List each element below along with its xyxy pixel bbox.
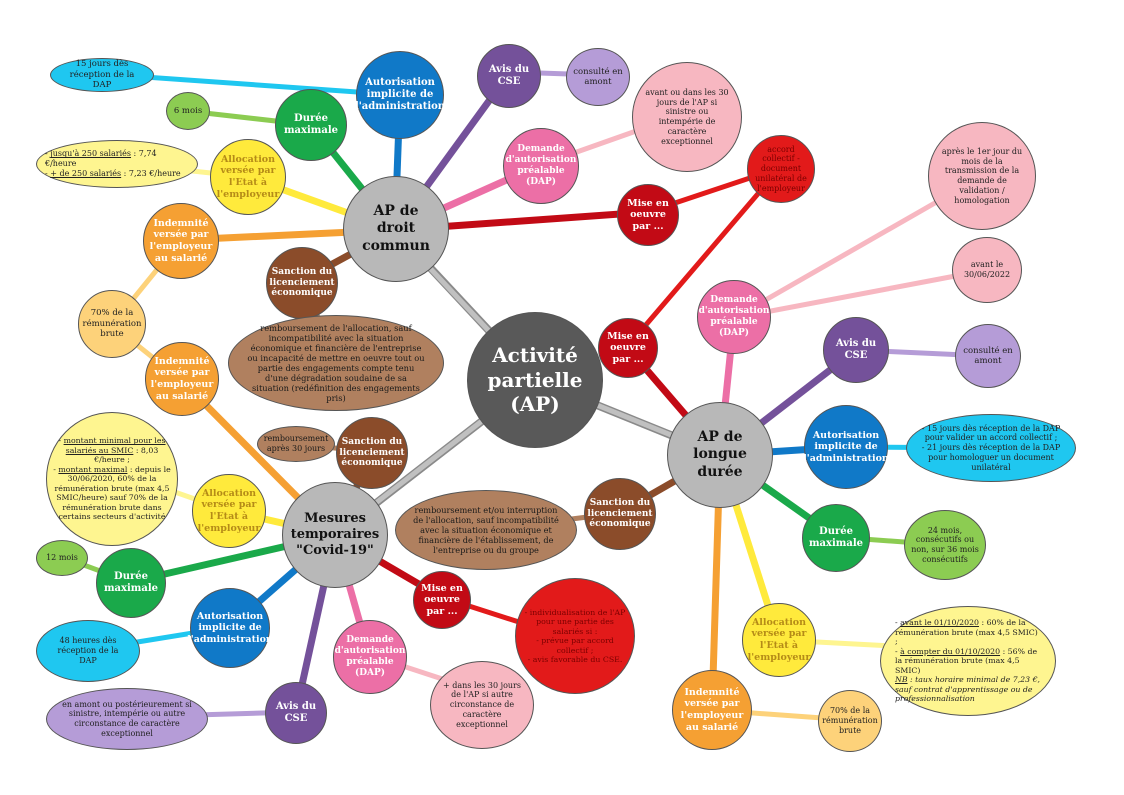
cv-mise-value: - individualisation de l'AP pour une par… xyxy=(515,578,635,694)
cv-sanction-node: Sanction du licenciement économique xyxy=(336,417,408,489)
dc-mise-node: Mise en oeuvre par ... xyxy=(617,184,679,246)
ld-duree-value: 24 mois, consécutifs ou non, sur 36 mois… xyxy=(904,510,986,580)
ld-mise-value: accord collectif - document unilatéral d… xyxy=(747,135,815,203)
ld-indemnite-value: 70% de la rémunération brute xyxy=(818,690,882,752)
ld-autorisation-node: Autorisation implicite de l'administrati… xyxy=(803,405,889,489)
dc-autorisation-delay: 15 jours dès réception de la DAP xyxy=(50,58,154,92)
cv-sanction-value: remboursement après 30 jours xyxy=(257,426,335,462)
ld-indemnite-node: Indemnité versée par l'employeur au sala… xyxy=(672,670,752,750)
dc-avis-value: consulté en amont xyxy=(566,48,630,106)
cv-autorisation-node: Autorisation implicite de l'administrati… xyxy=(187,588,273,668)
cv-indemnite-node: Indemnité versée par l'employeur au sala… xyxy=(145,342,219,416)
dc-duree-value: 6 mois xyxy=(166,92,210,130)
dc-indemnite-value: 70% de la rémunération brute xyxy=(78,290,146,358)
cv-avis-node: Avis du CSE xyxy=(265,682,327,744)
dc-allocation-amounts: - jusqu'à 250 salariés : 7,74 €/heure- +… xyxy=(36,140,198,188)
dc-avis-node: Avis du CSE xyxy=(477,44,541,108)
ld-avis-value: consulté en amont xyxy=(955,324,1021,388)
hub-covid: Mesures temporaires "Covid-19" xyxy=(282,482,388,588)
cv-duree-node: Durée maximale xyxy=(96,548,166,618)
ld-demande-value-1: après le 1er jour du mois de la transmis… xyxy=(928,122,1036,230)
cv-allocation-amounts: - montant minimal pour les salariés au S… xyxy=(46,412,178,546)
cv-autorisation-value: 48 heures dès réception de la DAP xyxy=(36,620,140,682)
dc-duree-node: Durée maximale xyxy=(275,89,347,161)
hub-droit-commun: AP de droit commun xyxy=(343,176,449,282)
cv-mise-node: Mise en oeuvre par ... xyxy=(413,571,471,629)
cv-allocation-node: Allocation versée par l'Etat à l'employe… xyxy=(192,474,266,548)
ld-avis-node: Avis du CSE xyxy=(823,317,889,383)
dc-indemnite-node: Indemnité versée par l'employeur au sala… xyxy=(143,203,219,279)
dc-demande-value: avant ou dans les 30 jours de l'AP si si… xyxy=(632,62,742,172)
dc-demande-node: Demande d'autorisation préalable (DAP) xyxy=(503,128,579,204)
ld-allocation-node: Allocation versée par l'Etat à l'employe… xyxy=(742,603,816,677)
ld-duree-node: Durée maximale xyxy=(802,504,870,572)
dc-autorisation-node: Autorisation implicite de l'administrati… xyxy=(355,51,445,139)
cv-duree-value: 12 mois xyxy=(36,540,88,576)
cv-avis-value: en amont ou postérieurement si sinistre,… xyxy=(46,688,208,750)
dc-sanction-node: Sanction du licenciement économique xyxy=(266,247,338,319)
cv-demande-node: Demande d'autorisation préalable (DAP) xyxy=(333,620,407,694)
ld-demande-value-2: avant le 30/06/2022 xyxy=(952,237,1022,303)
ld-sanction-node: Sanction du licenciement économique xyxy=(584,478,656,550)
center-node: Activité partielle (AP) xyxy=(467,312,603,448)
ld-sanction-value: remboursement et/ou interruption de l'al… xyxy=(395,490,577,570)
ld-mise-node: Mise en oeuvre par ... xyxy=(598,318,658,378)
cv-demande-value: + dans les 30 jours de l'AP si autre cir… xyxy=(430,661,534,749)
dc-sanction-value: remboursement de l'allocation, sauf inco… xyxy=(228,315,444,411)
hub-longue-duree: AP de longue durée xyxy=(667,402,773,508)
ld-allocation-amounts: - avant le 01/10/2020 : 60% de la rémuné… xyxy=(880,606,1056,716)
ld-demande-node: Demande d'autorisation préalable (DAP) xyxy=(697,280,771,354)
ld-autorisation-value: - 15 jours dès réception de la DAP pour … xyxy=(906,414,1076,482)
dc-allocation-node: Allocation versée par l'Etat à l'employe… xyxy=(210,139,286,215)
